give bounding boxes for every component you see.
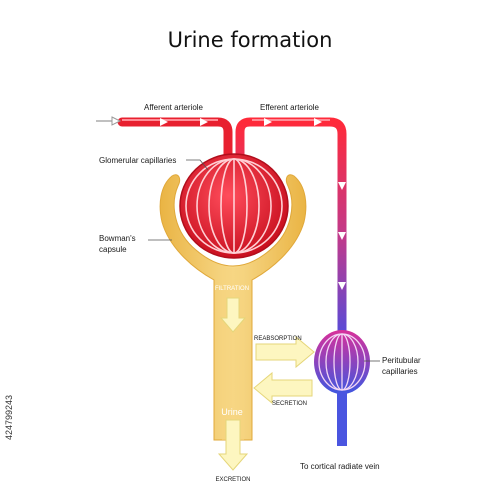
filtration-arrow-icon [219, 297, 247, 333]
diagram-title: Urine formation [168, 28, 333, 52]
peritubular-label-line2: capillaries [382, 367, 418, 376]
peritubular-label-line1: Peritubular [382, 356, 421, 365]
secretion-label: SECRETION [272, 401, 307, 407]
peritubular-capillaries [314, 330, 370, 446]
bowmans-capsule-label-line1: Bowman's [99, 234, 136, 243]
reabsorption-label: REABSORPTION [254, 336, 302, 342]
flow-arrow-icon [338, 182, 346, 190]
efferent-arteriole-label: Efferent arteriole [260, 103, 320, 112]
flow-arrow-icon [264, 118, 272, 126]
excretion-label: EXCRETION [215, 477, 250, 483]
secretion-arrow-icon [253, 371, 313, 405]
glomerular-leader-line [186, 159, 209, 171]
flow-arrow-icon [338, 232, 346, 240]
reabsorption-arrow-icon [255, 335, 315, 369]
filtration-label: FILTRATION [215, 286, 249, 292]
glomerular-capillaries [179, 153, 289, 259]
cortical-vein-label: To cortical radiate vein [300, 462, 380, 471]
excretion-arrow-icon [217, 419, 249, 471]
flow-arrow-icon [200, 118, 208, 126]
afferent-arteriole [96, 116, 233, 163]
flow-arrow-icon [314, 118, 322, 126]
stock-id-watermark: 424799243 [4, 395, 14, 440]
afferent-arteriole-label: Afferent arteriole [144, 103, 204, 112]
glomerular-capillaries-label: Glomerular capillaries [99, 156, 176, 165]
flow-arrow-icon [160, 118, 168, 126]
flow-arrow-icon [338, 282, 346, 290]
urine-label: Urine [221, 407, 243, 417]
efferent-arteriole [235, 117, 347, 337]
bowmans-capsule-label-line2: capsule [99, 245, 127, 254]
